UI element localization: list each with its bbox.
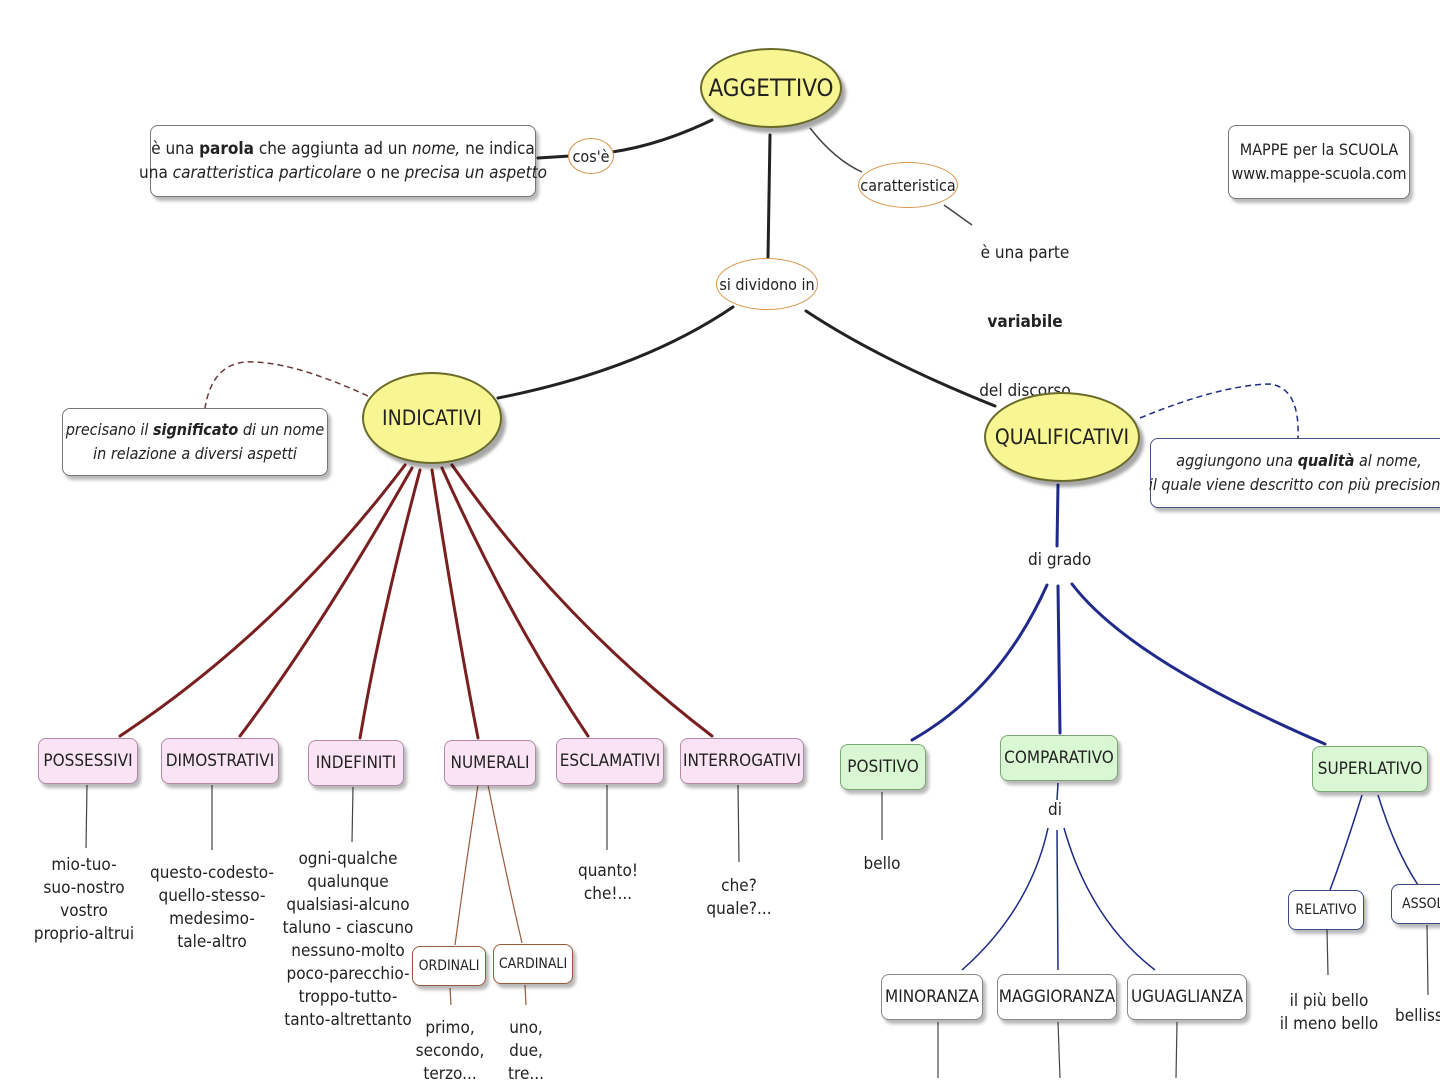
wire-ind-dimostrativi bbox=[238, 466, 414, 738]
interrogativi-label: INTERROGATIVI bbox=[682, 751, 802, 771]
wire-ind-possessivi bbox=[118, 463, 407, 738]
brand-box[interactable]: MAPPE per la SCUOLA www.mappe-scuola.com bbox=[1228, 125, 1410, 199]
wire-di-uguaglianza bbox=[1063, 827, 1156, 971]
wire-root-cose bbox=[610, 118, 714, 154]
link-caratteristica[interactable]: caratteristica bbox=[858, 162, 958, 208]
wire-ind-numerali bbox=[430, 468, 480, 740]
wire-ind-esclamativi bbox=[440, 466, 590, 738]
possessivi-label: POSSESSIVI bbox=[43, 751, 133, 771]
wire-cose-definition bbox=[536, 154, 572, 160]
maggioranza-label: MAGGIORANZA bbox=[998, 987, 1116, 1007]
indicativi-node[interactable]: INDICATIVI bbox=[362, 372, 502, 464]
root-node[interactable]: AGGETTIVO bbox=[700, 48, 842, 128]
qualificativi-note-line-1: aggiungono una qualità al nome, bbox=[1176, 451, 1422, 470]
interrogativi-box[interactable]: INTERROGATIVI bbox=[680, 738, 804, 784]
positivo-label: POSITIVO bbox=[847, 757, 919, 777]
esclamativi-examples: quanto! che!... bbox=[578, 861, 638, 904]
dimostrativi-examples: questo-codesto- quello-stesso- medesimo-… bbox=[149, 863, 274, 952]
esclamativi-box[interactable]: ESCLAMATIVI bbox=[556, 738, 664, 784]
wire-grado-positivo bbox=[910, 583, 1049, 742]
relativo-examples: il più bello il meno bello bbox=[1279, 991, 1379, 1034]
wire-di-minoranza bbox=[961, 827, 1049, 971]
cardinali-box[interactable]: CARDINALI bbox=[493, 944, 573, 984]
definition-line-2: una caratteristica particolare o ne prec… bbox=[139, 163, 547, 183]
uguaglianza-box[interactable]: UGUAGLIANZA bbox=[1127, 974, 1247, 1020]
maggioranza-box[interactable]: MAGGIORANZA bbox=[997, 974, 1117, 1020]
wire-numerali-ordinali bbox=[454, 784, 479, 946]
link-cose[interactable]: cos'è bbox=[568, 138, 614, 174]
minoranza-box[interactable]: MINORANZA bbox=[881, 974, 983, 1020]
interrogativi-examples: che? quale?... bbox=[706, 876, 772, 919]
possessivi-box[interactable]: POSSESSIVI bbox=[38, 738, 138, 784]
link-di-grado[interactable]: di grado bbox=[1028, 550, 1092, 570]
wire-caratteristica-variable bbox=[943, 204, 973, 226]
numerali-label: NUMERALI bbox=[450, 753, 530, 773]
root-label: AGGETTIVO bbox=[708, 74, 834, 102]
comparativo-box[interactable]: COMPARATIVO bbox=[1000, 735, 1118, 781]
dashed-indicativi-note bbox=[204, 361, 369, 409]
qualificativi-label: QUALIFICATIVI bbox=[994, 425, 1130, 449]
indicativi-note-line-2: in relazione a diversi aspetti bbox=[93, 444, 297, 463]
dimostrativi-label: DIMOSTRATIVI bbox=[165, 751, 275, 771]
positivo-box[interactable]: POSITIVO bbox=[840, 744, 926, 790]
link-caratteristica-label: caratteristica bbox=[860, 175, 956, 195]
ordinali-examples: primo, secondo, terzo... bbox=[415, 1018, 485, 1084]
cardinali-examples: uno, due, tre... bbox=[508, 1018, 544, 1084]
wire-qual-digrado bbox=[1055, 483, 1060, 548]
indefiniti-examples: ogni-qualche qualunque qualsiasi-alcuno … bbox=[282, 849, 414, 1030]
brand-title: MAPPE per la SCUOLA bbox=[1239, 140, 1399, 159]
qualificativi-note-line-2: il quale viene descritto con più precisi… bbox=[1148, 475, 1440, 494]
link-di[interactable]: di bbox=[1048, 800, 1062, 820]
wire-grado-superlativo bbox=[1070, 582, 1327, 746]
assoluto-label: ASSOL bbox=[1402, 896, 1440, 912]
assoluto-box[interactable]: ASSOL bbox=[1391, 884, 1440, 924]
indicativi-note-box[interactable]: precisano il significato di un nome in r… bbox=[62, 408, 328, 476]
superlativo-label: SUPERLATIVO bbox=[1317, 759, 1423, 779]
dashed-qualificativi-note bbox=[1139, 383, 1299, 439]
wire-sidividono-qualificativi bbox=[804, 309, 997, 408]
uguaglianza-label: UGUAGLIANZA bbox=[1130, 987, 1244, 1007]
ordinali-label: ORDINALI bbox=[418, 958, 480, 974]
minoranza-label: MINORANZA bbox=[885, 987, 979, 1007]
cardinali-label: CARDINALI bbox=[498, 956, 568, 972]
wire-di-maggioranza bbox=[1056, 829, 1059, 971]
indicativi-note-line-1: precisano il significato di un nome bbox=[65, 420, 325, 439]
wire-root-down bbox=[766, 133, 772, 260]
indefiniti-box[interactable]: INDEFINITI bbox=[308, 740, 404, 786]
numerali-box[interactable]: NUMERALI bbox=[444, 740, 536, 786]
esclamativi-label: ESCLAMATIVI bbox=[559, 751, 661, 771]
definition-box[interactable]: è una parola che aggiunta ad un nome, ne… bbox=[139, 125, 547, 197]
link-si-dividono-label: si dividono in bbox=[719, 274, 815, 294]
brand-url: www.mappe-scuola.com bbox=[1231, 164, 1407, 183]
comparativo-label: COMPARATIVO bbox=[1004, 748, 1114, 768]
dimostrativi-box[interactable]: DIMOSTRATIVI bbox=[161, 738, 279, 784]
indefiniti-label: INDEFINITI bbox=[315, 753, 397, 773]
relativo-box[interactable]: RELATIVO bbox=[1288, 890, 1364, 930]
possessivi-examples: mio-tuo- suo-nostro vostro proprio-altru… bbox=[33, 855, 135, 944]
wire-sup-assol bbox=[1377, 794, 1419, 886]
wire-sidividono-indicativi bbox=[496, 305, 735, 400]
wire-ind-indefiniti bbox=[358, 468, 422, 740]
link-si-dividono[interactable]: si dividono in bbox=[716, 258, 818, 310]
qualificativi-node[interactable]: QUALIFICATIVI bbox=[984, 392, 1140, 482]
wire-ind-interrogativi bbox=[450, 463, 714, 738]
wire-grado-comparativo bbox=[1056, 584, 1062, 735]
ordinali-box[interactable]: ORDINALI bbox=[412, 946, 486, 986]
qualificativi-note-box[interactable]: aggiungono una qualità al nome, il quale… bbox=[1148, 438, 1440, 508]
wire-sup-relativo bbox=[1329, 794, 1363, 891]
indicativi-label: INDICATIVI bbox=[382, 406, 482, 430]
wire-numerali-cardinali bbox=[487, 784, 523, 944]
wire-root-caratteristica bbox=[809, 127, 863, 173]
relativo-label: RELATIVO bbox=[1295, 902, 1357, 918]
positivo-examples: bello bbox=[863, 854, 901, 874]
assoluto-examples: bellissi bbox=[1395, 1006, 1440, 1026]
link-cose-label: cos'è bbox=[572, 146, 610, 166]
superlativo-box[interactable]: SUPERLATIVO bbox=[1312, 746, 1428, 792]
definition-line-1: è una parola che aggiunta ad un nome, ne… bbox=[151, 139, 535, 159]
